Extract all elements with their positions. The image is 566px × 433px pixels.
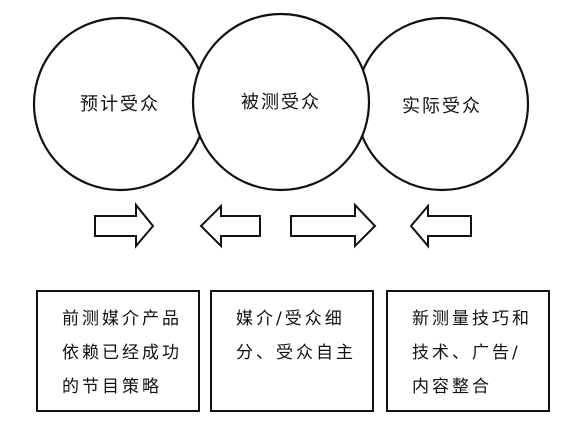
box-text-line: 分、受众自主 bbox=[236, 343, 356, 363]
right-arrow bbox=[290, 202, 377, 249]
right-arrow bbox=[94, 202, 155, 249]
strategy-box-segmentation: 媒介/受众细 分、受众自主 bbox=[210, 290, 374, 412]
circle-measured-audience bbox=[191, 12, 371, 192]
box-text-line: 技术、广告/ bbox=[412, 343, 521, 363]
box-text-line: 前测媒介产品 bbox=[62, 309, 182, 329]
box-text-line: 内容整合 bbox=[412, 377, 492, 397]
left-arrow bbox=[409, 203, 472, 249]
box-text-line: 媒介/受众细 bbox=[236, 309, 345, 329]
circle-label-expected: 预计受众 bbox=[80, 94, 160, 115]
strategy-box-pre-test: 前测媒介产品 依赖已经成功 的节目策略 bbox=[36, 290, 200, 412]
box-text-line: 的节目策略 bbox=[62, 377, 162, 397]
left-arrow bbox=[199, 203, 261, 249]
box-text-line: 依赖已经成功 bbox=[62, 343, 182, 363]
box-text-line: 新测量技巧和 bbox=[412, 309, 532, 329]
strategy-box-new-measurement: 新测量技巧和 技术、广告/ 内容整合 bbox=[386, 290, 550, 412]
circle-label-actual: 实际受众 bbox=[402, 96, 482, 117]
circle-label-measured: 被测受众 bbox=[241, 92, 321, 113]
